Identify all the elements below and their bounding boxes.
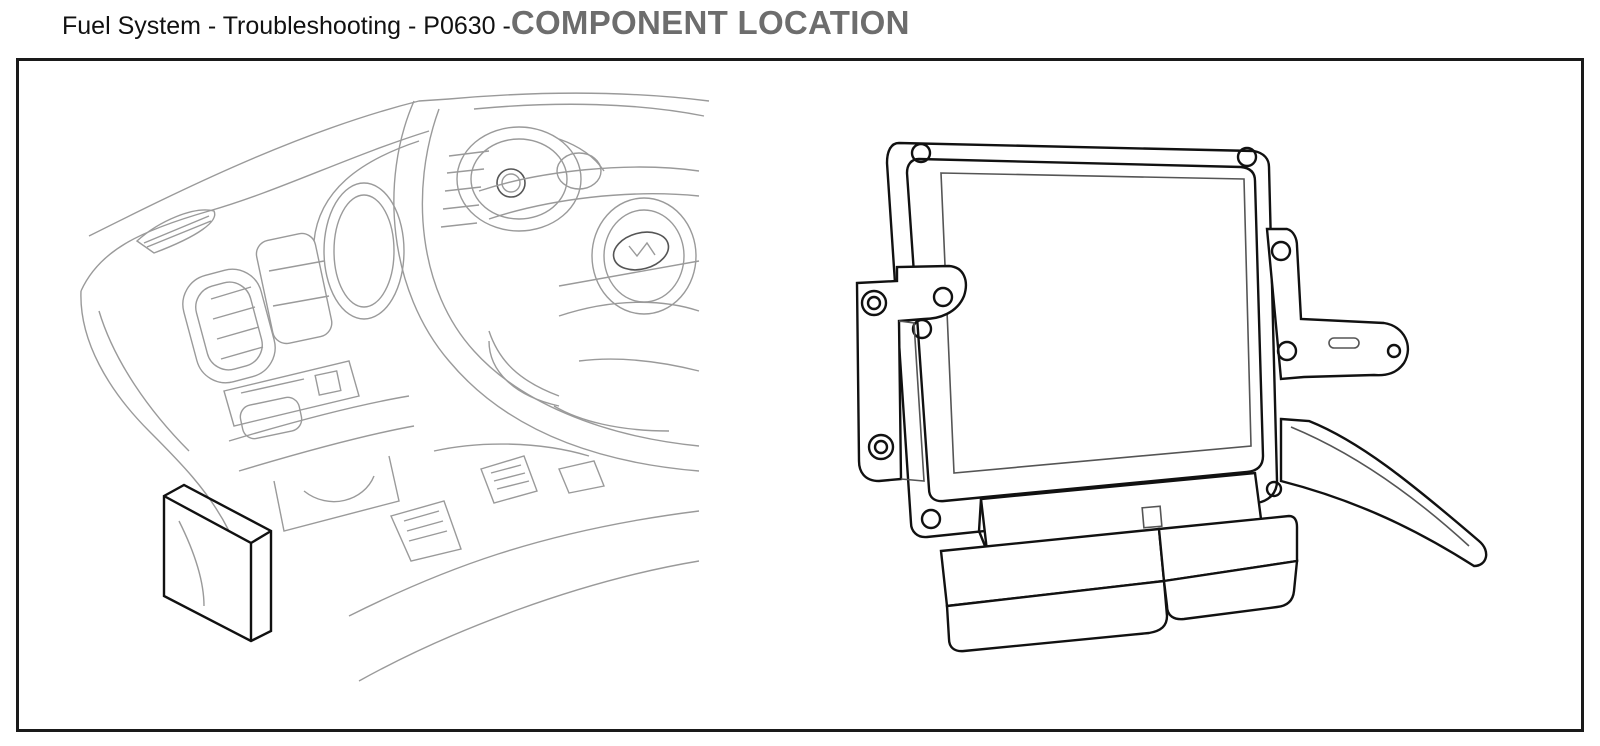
pedals <box>390 455 605 562</box>
right-bracket <box>1265 227 1410 381</box>
air-vent-center <box>182 268 276 384</box>
ecu-location-marker <box>162 483 273 643</box>
title-breadcrumb: Fuel System - Troubleshooting - P0630 - <box>62 12 511 40</box>
dashboard-illustration <box>80 92 710 682</box>
component-location-illustration <box>80 92 1488 682</box>
switch-panel <box>255 232 333 345</box>
illustration-frame <box>16 58 1584 732</box>
left-bracket <box>855 264 968 483</box>
air-vent-top <box>135 209 216 254</box>
steering-wheel <box>393 100 700 472</box>
wire-harness <box>1279 417 1488 568</box>
ecu-module-illustration <box>855 141 1488 653</box>
climate-panel <box>223 360 360 440</box>
mounting-bolts <box>910 142 1283 530</box>
ecu-connector <box>939 471 1299 653</box>
page-title: Fuel System - Troubleshooting - P0630 - … <box>62 4 910 44</box>
title-section: COMPONENT LOCATION <box>510 4 910 41</box>
